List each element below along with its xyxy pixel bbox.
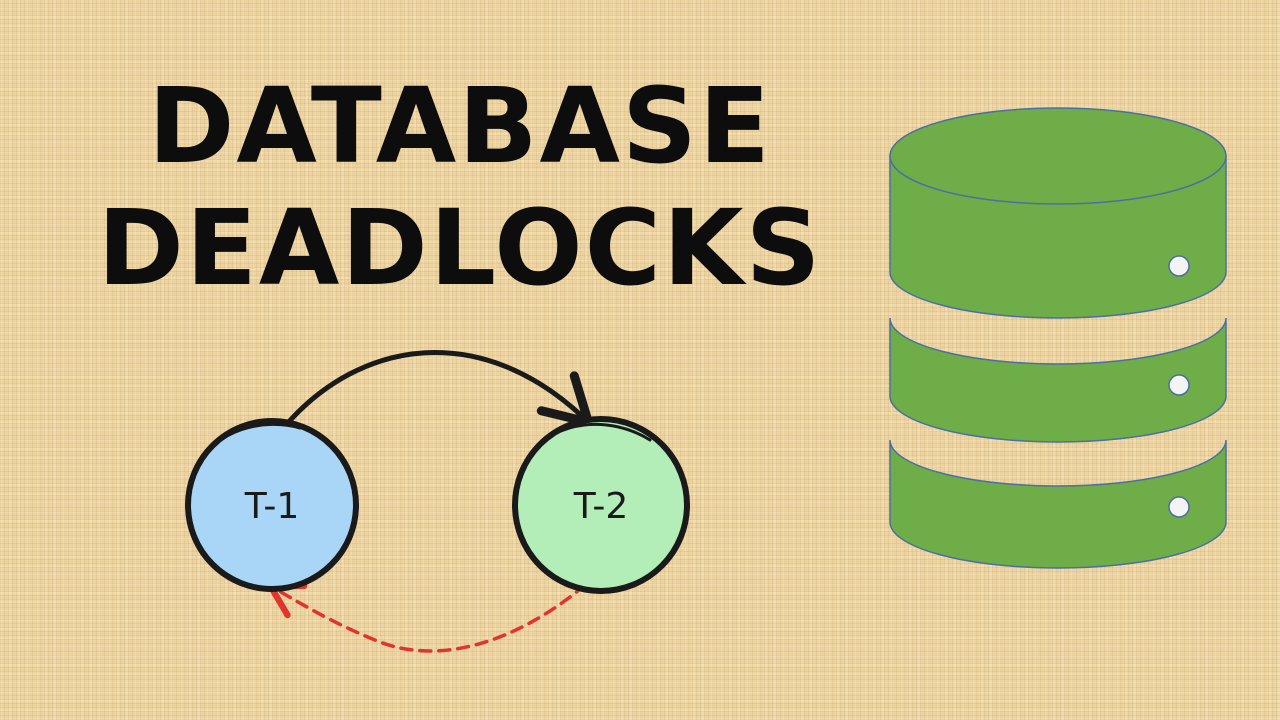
- node-t2: T-2: [512, 416, 690, 594]
- edge-t1-to-t2: [283, 350, 593, 428]
- node-t1-label: T-1: [244, 486, 300, 527]
- title-line-1: DATABASE: [148, 65, 772, 187]
- disk-indicator-1: [1168, 255, 1190, 277]
- edge-t2-to-t1: [267, 582, 587, 653]
- node-t2-label: T-2: [573, 486, 629, 527]
- database-icon: [889, 107, 1227, 569]
- disk-indicator-3: [1168, 496, 1190, 518]
- disk-indicator-2: [1168, 374, 1190, 396]
- title-line-2: DEADLOCKS: [97, 187, 823, 309]
- node-t1: T-1: [185, 418, 359, 592]
